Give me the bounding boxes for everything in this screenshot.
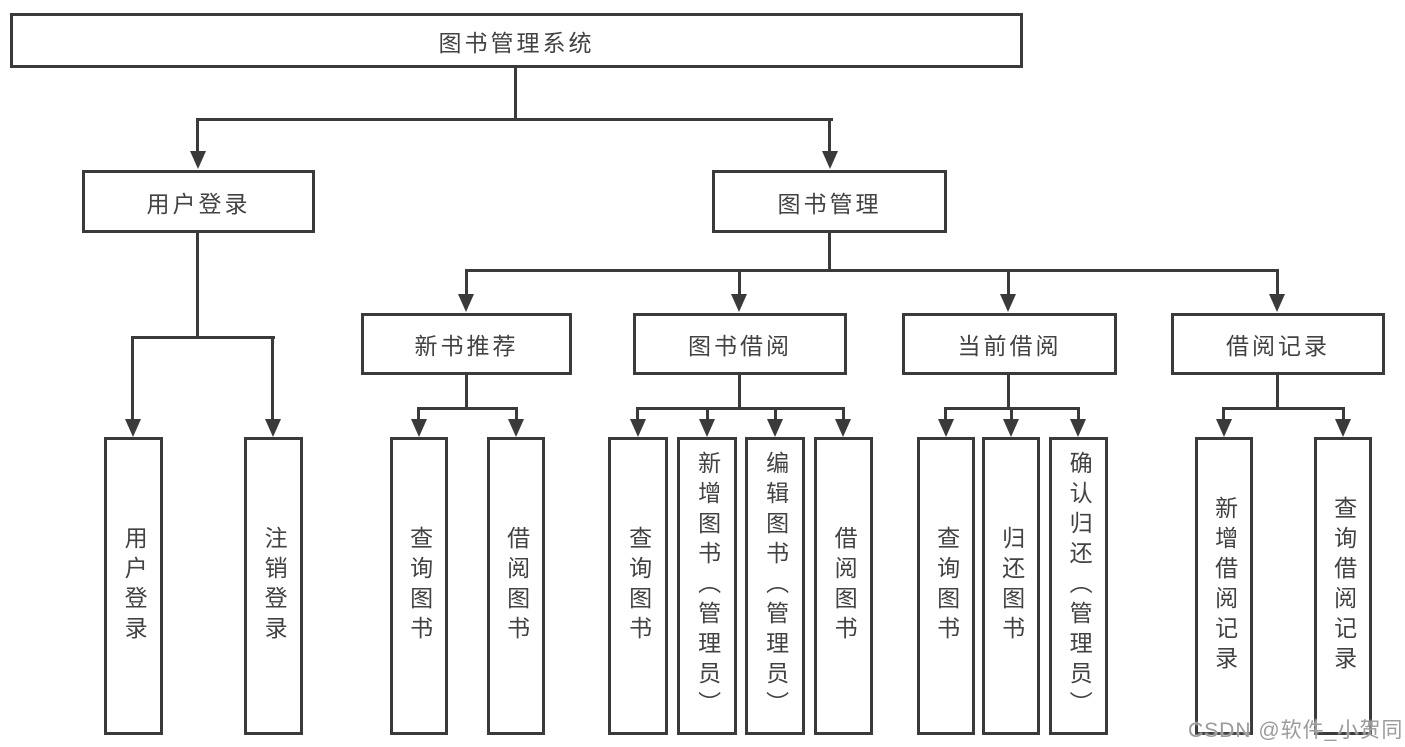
leaf-add-book-admin: 新增图书（管理员） xyxy=(677,437,737,735)
arrowhead xyxy=(1269,294,1285,312)
connector-line xyxy=(131,336,134,421)
node-label: 用户登录 xyxy=(121,526,148,646)
node-label: 图书管理系统 xyxy=(438,29,595,56)
connector-line xyxy=(1007,269,1010,296)
arrowhead xyxy=(1070,419,1086,437)
arrowhead xyxy=(265,419,281,437)
leaf-query-books-current: 查询图书 xyxy=(917,437,975,735)
leaf-edit-book-admin: 编辑图书（管理员） xyxy=(745,437,805,735)
connector-line xyxy=(706,407,709,421)
connector-line xyxy=(828,233,831,272)
connector-line xyxy=(1010,407,1013,421)
node-borrowing-records: 借阅记录 xyxy=(1171,313,1385,375)
connector-line xyxy=(636,407,845,410)
node-label: 图书管理 xyxy=(777,190,882,217)
node-label: 当前借阅 xyxy=(957,333,1062,359)
connector-line xyxy=(417,407,518,410)
node-label: 新书推荐 xyxy=(414,333,519,359)
node-label: 用户登录 xyxy=(146,190,251,217)
leaf-borrow-books-recommend: 借阅图书 xyxy=(487,437,545,735)
node-label: 新增借阅记录 xyxy=(1211,496,1238,676)
arrowhead xyxy=(411,419,427,437)
connector-line xyxy=(417,407,420,421)
arrowhead xyxy=(125,419,141,437)
node-label: 查询图书 xyxy=(933,526,960,646)
arrowhead xyxy=(1000,294,1016,312)
connector-line xyxy=(131,336,275,339)
node-label: 查询图书 xyxy=(406,526,433,646)
node-book-borrowing: 图书借阅 xyxy=(633,313,847,375)
node-current-borrowing: 当前借阅 xyxy=(902,313,1117,375)
connector-line xyxy=(465,269,468,296)
node-label: 确认归还（管理员） xyxy=(1066,451,1093,721)
node-library-management-system: 图书管理系统 xyxy=(10,13,1023,68)
connector-line xyxy=(1222,407,1345,410)
connector-line xyxy=(636,407,639,421)
connector-line xyxy=(1222,407,1225,421)
connector-line xyxy=(196,118,199,152)
connector-line xyxy=(1276,269,1279,296)
connector-line xyxy=(944,407,947,421)
arrowhead xyxy=(1216,419,1232,437)
arrowhead xyxy=(1335,419,1351,437)
connector-line xyxy=(196,118,833,121)
arrowhead xyxy=(630,419,646,437)
leaf-add-borrow-record: 新增借阅记录 xyxy=(1195,437,1253,735)
node-label: 新增图书（管理员） xyxy=(694,451,721,721)
connector-line xyxy=(738,269,741,296)
arrowhead xyxy=(458,294,474,312)
arrowhead xyxy=(938,419,954,437)
connector-line xyxy=(465,375,468,410)
node-label: 查询借阅记录 xyxy=(1330,496,1357,676)
node-user-login: 用户登录 xyxy=(82,170,315,233)
connector-line xyxy=(1276,375,1279,410)
connector-line xyxy=(842,407,845,421)
connector-line xyxy=(514,68,517,118)
node-label: 图书借阅 xyxy=(688,333,792,359)
connector-line xyxy=(774,407,777,421)
arrowhead xyxy=(767,419,783,437)
leaf-confirm-return-admin: 确认归还（管理员） xyxy=(1049,437,1108,735)
node-label: 借阅图书 xyxy=(503,526,530,646)
arrowhead xyxy=(699,419,715,437)
arrowhead xyxy=(508,419,524,437)
node-book-management: 图书管理 xyxy=(712,170,947,233)
node-label: 编辑图书（管理员） xyxy=(762,451,789,721)
leaf-query-books-borrowing: 查询图书 xyxy=(608,437,668,735)
arrowhead xyxy=(822,151,838,169)
node-label: 注销登录 xyxy=(261,526,288,646)
connector-line xyxy=(465,269,1279,272)
leaf-query-borrow-record: 查询借阅记录 xyxy=(1314,437,1372,735)
arrowhead xyxy=(1003,419,1019,437)
connector-line xyxy=(1342,407,1345,421)
connector-line xyxy=(1077,407,1080,421)
leaf-logout: 注销登录 xyxy=(244,437,303,735)
connector-line xyxy=(271,336,274,421)
connector-line xyxy=(1007,375,1010,410)
node-label: 查询图书 xyxy=(625,526,652,646)
arrowhead xyxy=(731,294,747,312)
leaf-user-login: 用户登录 xyxy=(104,437,163,735)
leaf-query-books-recommend: 查询图书 xyxy=(390,437,448,735)
leaf-borrow-books: 借阅图书 xyxy=(814,437,873,735)
leaf-return-books: 归还图书 xyxy=(982,437,1040,735)
node-label: 归还图书 xyxy=(998,526,1025,646)
arrowhead xyxy=(190,151,206,169)
node-label: 借阅记录 xyxy=(1226,333,1330,359)
arrowhead xyxy=(835,419,851,437)
connector-line xyxy=(738,375,741,410)
csdn-watermark: CSDN @软件_小贺同学 xyxy=(1188,719,1404,742)
node-label: 借阅图书 xyxy=(831,526,858,646)
connector-line xyxy=(828,118,831,152)
connector-line xyxy=(196,233,199,336)
node-new-book-recommendation: 新书推荐 xyxy=(361,313,572,375)
connector-line xyxy=(515,407,518,421)
